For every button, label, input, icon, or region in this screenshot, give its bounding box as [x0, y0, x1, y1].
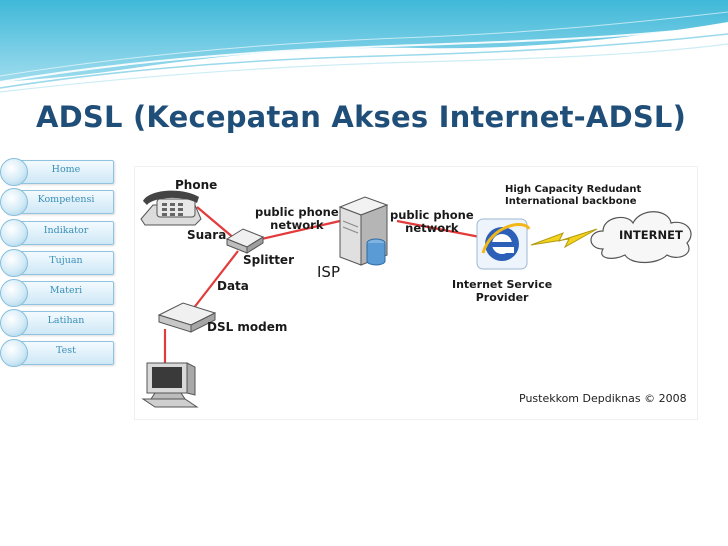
nav-home-label: Home: [51, 164, 81, 175]
nav-bullet-icon: [0, 219, 28, 247]
suara-label: Suara: [187, 228, 227, 242]
internet-explorer-icon: [476, 218, 531, 270]
nav-test-label: Test: [56, 345, 76, 356]
header-wave-decoration: [0, 0, 728, 93]
computer-icon: [141, 362, 199, 408]
nav-latihan-button[interactable]: Latihan: [0, 309, 114, 337]
nav-test-button[interactable]: Test: [0, 339, 114, 367]
isp-provider-label: Internet Service Provider: [452, 278, 553, 304]
isp-server-icon: [338, 196, 389, 266]
nav-home-button[interactable]: Home: [0, 158, 114, 186]
nav-bullet-icon: [0, 158, 28, 186]
nav-bullet-icon: [0, 339, 28, 367]
dsl-modem-label: DSL modem: [207, 320, 288, 334]
line-splitter-modem: [192, 250, 239, 310]
nav-bullet-icon: [0, 279, 28, 307]
nav-latihan-label: Latihan: [47, 315, 85, 326]
nav-bullet-icon: [0, 249, 28, 277]
nav-bullet-icon: [0, 309, 28, 337]
phone-label: Phone: [175, 178, 218, 192]
phone-icon: [140, 190, 202, 226]
nav-kompetensi-label: Kompetensi: [37, 194, 95, 205]
data-label: Data: [217, 279, 249, 293]
slide-title: ADSL (Kecepatan Akses Internet-ADSL): [36, 100, 687, 134]
nav-indikator-label: Indikator: [43, 225, 89, 236]
nav-bullet-icon: [0, 188, 28, 216]
backbone-label: High Capacity Redudant International bac…: [505, 184, 642, 207]
credit-label: Pustekkom Depdiknas © 2008: [519, 392, 687, 405]
nav-indikator-button[interactable]: Indikator: [0, 219, 114, 247]
diagram-graphics: [140, 190, 692, 408]
lightning-bolt-icon: [530, 228, 598, 249]
internet-cloud-icon: [590, 211, 692, 264]
dsl-modem-icon: [157, 302, 217, 333]
adsl-diagram: Phone Suara Splitter Data DSL modem publ…: [134, 166, 698, 420]
line-isp-provider: [396, 219, 481, 239]
splitter-icon: [225, 228, 265, 254]
public-phone-network-label-1: public phone network: [255, 205, 339, 232]
nav-kompetensi-button[interactable]: Kompetensi: [0, 188, 114, 216]
isp-label: ISP: [317, 263, 340, 281]
line-splitter-isp: [252, 219, 341, 243]
public-phone-network-label-2: public phone network: [390, 208, 474, 235]
nav-materi-label: Materi: [49, 285, 83, 296]
nav-tujuan-label: Tujuan: [49, 255, 83, 266]
internet-label: INTERNET: [619, 228, 683, 242]
line-phone-splitter: [196, 206, 236, 240]
splitter-label: Splitter: [243, 253, 294, 267]
nav-tujuan-button[interactable]: Tujuan: [0, 249, 114, 277]
nav-materi-button[interactable]: Materi: [0, 279, 114, 307]
